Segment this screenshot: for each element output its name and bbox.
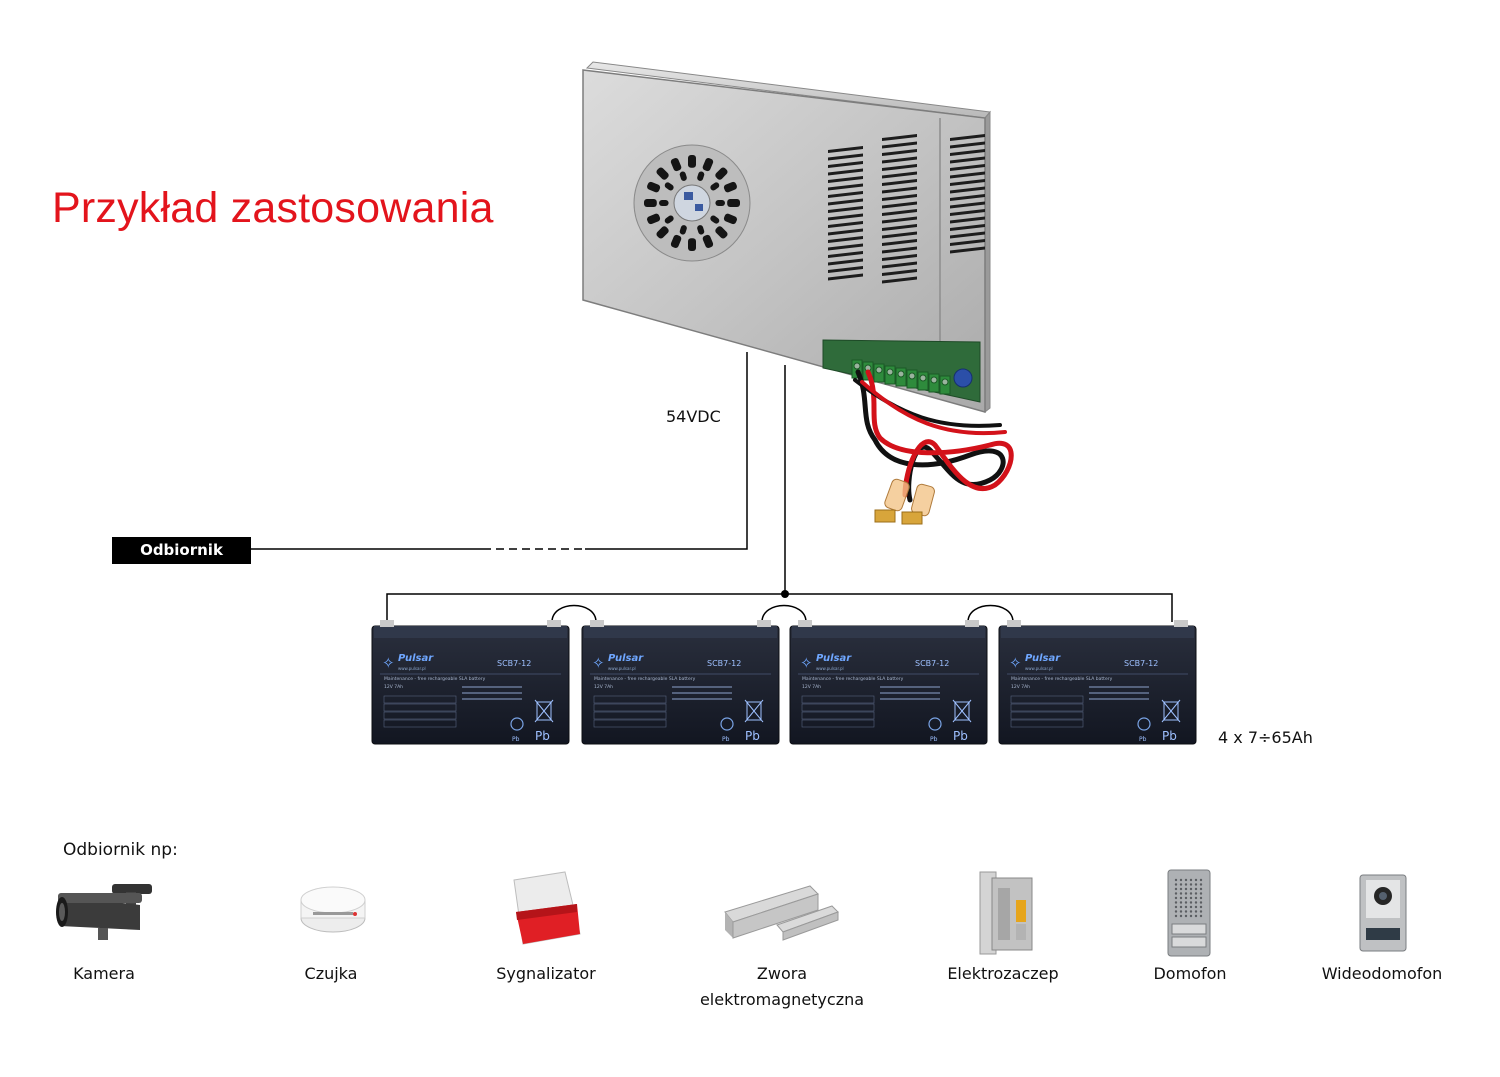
siren-icon xyxy=(513,871,581,945)
magnetic-lock-icon xyxy=(724,885,839,941)
receiver-badge: Odbiornik xyxy=(112,537,251,564)
junction-dot xyxy=(781,590,789,598)
power-supply-unit xyxy=(582,61,1014,525)
fan-grille-icon xyxy=(633,144,751,262)
intercom-icon xyxy=(1167,869,1211,957)
svg-text:www.pulsar.pl: www.pulsar.pl xyxy=(816,666,844,671)
svg-text:Maintenance - free rechargeabl: Maintenance - free rechargeable SLA batt… xyxy=(802,676,904,682)
smoke-detector-icon xyxy=(300,886,366,933)
svg-text:12V 7Ah: 12V 7Ah xyxy=(802,684,821,690)
device-label-strike: Elektrozaczep xyxy=(947,964,1059,983)
electric-strike-icon xyxy=(979,871,1033,955)
svg-text:12V 7Ah: 12V 7Ah xyxy=(594,684,613,690)
page-title: Przykład zastosowania xyxy=(52,184,494,232)
video-intercom-icon xyxy=(1359,874,1407,952)
svg-text:SCB7-12: SCB7-12 xyxy=(1124,659,1158,668)
svg-text:Maintenance - free rechargeabl: Maintenance - free rechargeable SLA batt… xyxy=(1011,676,1113,682)
svg-text:✧: ✧ xyxy=(592,654,605,672)
svg-text:www.pulsar.pl: www.pulsar.pl xyxy=(608,666,636,671)
svg-text:12V 7Ah: 12V 7Ah xyxy=(384,684,403,690)
battery-cable-icon xyxy=(853,369,1014,525)
svg-text:SCB7-12: SCB7-12 xyxy=(707,659,741,668)
device-label-siren: Sygnalizator xyxy=(496,964,596,983)
svg-text:www.pulsar.pl: www.pulsar.pl xyxy=(1025,666,1053,671)
svg-text:www.pulsar.pl: www.pulsar.pl xyxy=(398,666,426,671)
svg-text:Pulsar: Pulsar xyxy=(398,653,434,664)
device-label-maglock: Zwora elektromagnetyczna xyxy=(699,964,865,1009)
svg-text:Pb: Pb xyxy=(930,736,938,743)
device-label-intercom: Domofon xyxy=(1153,964,1227,983)
svg-text:Pb: Pb xyxy=(535,729,550,743)
battery-capacity-label: 4 x 7÷65Ah xyxy=(1218,728,1313,747)
device-label-video-intercom: Wideodomofon xyxy=(1321,964,1443,983)
svg-text:12V 7Ah: 12V 7Ah xyxy=(1011,684,1030,690)
svg-text:Pb: Pb xyxy=(1139,736,1147,743)
device-label-camera: Kamera xyxy=(73,964,135,983)
svg-text:Pb: Pb xyxy=(512,736,520,743)
svg-text:✧: ✧ xyxy=(1009,654,1022,672)
voltage-label: 54VDC xyxy=(666,407,721,426)
svg-text:Pulsar: Pulsar xyxy=(816,653,852,664)
receiver-examples-heading: Odbiornik np: xyxy=(63,840,178,860)
svg-text:Maintenance - free rechargeabl: Maintenance - free rechargeable SLA batt… xyxy=(384,676,486,682)
svg-text:Pb: Pb xyxy=(745,729,760,743)
svg-text:Pulsar: Pulsar xyxy=(608,653,644,664)
svg-text:Pb: Pb xyxy=(953,729,968,743)
svg-text:Pb: Pb xyxy=(1162,729,1177,743)
camera-icon xyxy=(56,884,152,940)
svg-text:Maintenance - free rechargeabl: Maintenance - free rechargeable SLA batt… xyxy=(594,676,696,682)
svg-text:SCB7-12: SCB7-12 xyxy=(915,659,949,668)
device-label-detector: Czujka xyxy=(304,964,358,983)
terminal-block-icon xyxy=(822,339,981,403)
svg-text:Pb: Pb xyxy=(722,736,730,743)
connection-lines xyxy=(251,352,1173,623)
svg-text:Pulsar: Pulsar xyxy=(1025,653,1061,664)
svg-text:✧: ✧ xyxy=(382,654,395,672)
ventilation-slots-icon xyxy=(828,134,985,284)
svg-text:SCB7-12: SCB7-12 xyxy=(497,659,531,668)
svg-text:✧: ✧ xyxy=(800,654,813,672)
